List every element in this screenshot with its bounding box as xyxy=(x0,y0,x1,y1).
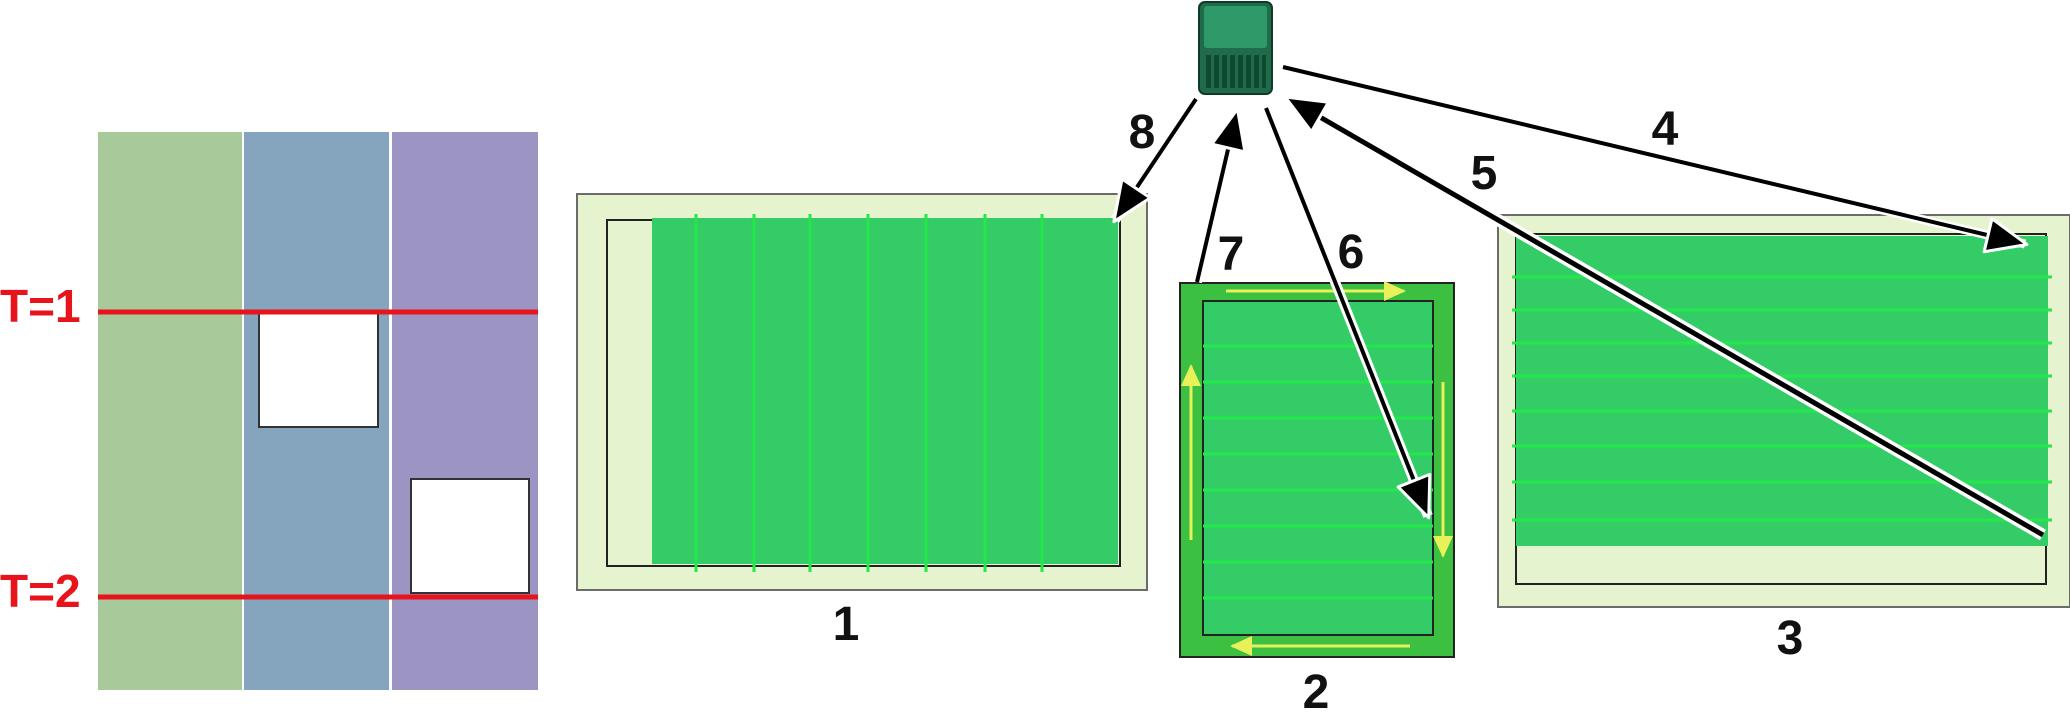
field-2: 2 xyxy=(1179,281,1455,719)
transfer-arrows xyxy=(1110,62,2047,541)
field-2-label: 2 xyxy=(1303,666,1330,719)
memory-card-icon xyxy=(1198,1,1273,95)
arrow-6 xyxy=(1264,107,1432,520)
arrow-label-4: 4 xyxy=(1652,103,1679,156)
field-2-rows xyxy=(1203,344,1433,600)
timeline-panel: T=1 T=2 xyxy=(0,132,538,690)
arrow-7 xyxy=(1195,107,1247,283)
arrow-8 xyxy=(1112,97,1198,224)
task-block-lane-3 xyxy=(410,478,530,594)
arrow-label-8: 8 xyxy=(1129,106,1156,159)
lane-purple xyxy=(392,132,538,690)
arrow-5 xyxy=(1283,95,2045,538)
field-3-label: 3 xyxy=(1777,612,1804,665)
task-block-lane-2 xyxy=(258,312,379,428)
arrow-label-7: 7 xyxy=(1218,228,1245,281)
arrow-4 xyxy=(1282,65,2029,254)
time-label-t2: T=2 xyxy=(0,565,81,617)
arrow-label-5: 5 xyxy=(1471,147,1498,200)
field-3: 3 xyxy=(1497,214,2070,665)
field-1-rows xyxy=(694,214,1044,572)
field-2-crop-area xyxy=(1202,300,1434,636)
arrow-label-6: 6 xyxy=(1338,226,1365,279)
lane-green xyxy=(98,132,242,690)
field-3-rows xyxy=(1512,275,2052,522)
field-1-label: 1 xyxy=(833,598,860,651)
field-2-path-arrows xyxy=(1181,281,1453,656)
field-1-crop-area xyxy=(652,218,1118,564)
field-1: 1 xyxy=(576,193,1148,651)
time-label-t1: T=1 xyxy=(0,280,81,332)
